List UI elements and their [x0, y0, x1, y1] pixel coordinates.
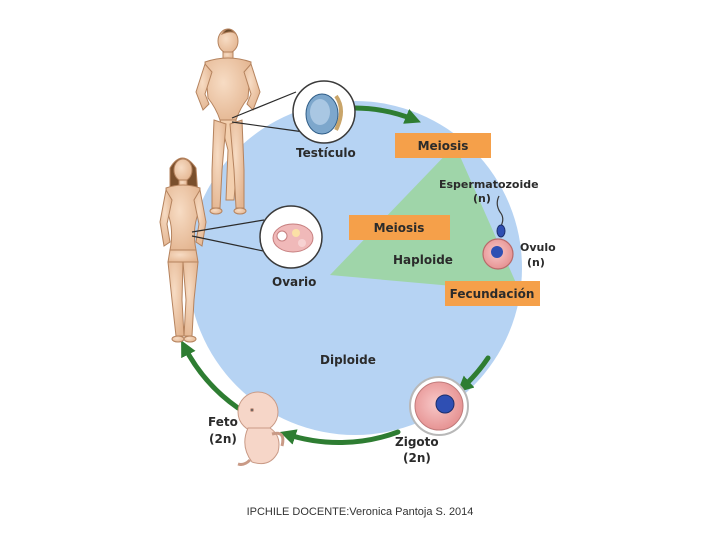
label-diploide: Diploide [320, 353, 376, 367]
footer-credit: IPCHILE DOCENTE:Veronica Pantoja S. 2014 [246, 506, 474, 518]
arrow-left-lower [181, 340, 241, 411]
zygote-icon [409, 376, 469, 436]
connector-lines [191, 91, 305, 253]
label-haploide: Haploide [393, 253, 453, 267]
label-espermatozoide: Espermatozoide [439, 178, 539, 191]
label-testiculo: Testículo [296, 146, 356, 160]
testicle-inset [292, 80, 356, 144]
fetus-icon [237, 391, 285, 466]
sperm-icon [496, 195, 506, 238]
label-zigoto: Zigoto [395, 435, 439, 449]
label-zigoto-2n: (2n) [403, 451, 431, 465]
arrow-bottom [279, 429, 401, 446]
meiosis-tag-top: Meiosis [395, 133, 491, 158]
label-ovario: Ovario [272, 275, 316, 289]
label-feto: Feto [208, 415, 238, 429]
label-ovulo: Ovulo [520, 241, 556, 254]
fecundacion-tag: Fecundación [445, 281, 540, 306]
label-ovulo-n: (n) [527, 256, 545, 269]
female-figure [159, 157, 207, 343]
label-espermatozoide-n: (n) [473, 192, 491, 205]
svg-text:Meiosis: Meiosis [418, 139, 469, 153]
ovum-icon [482, 238, 514, 270]
arrow-top [352, 105, 421, 124]
meiosis-tag-mid: Meiosis [349, 215, 450, 240]
svg-text:Fecundación: Fecundación [450, 287, 535, 301]
ovary-inset [259, 205, 323, 269]
svg-text:Meiosis: Meiosis [374, 221, 425, 235]
male-figure [195, 28, 261, 215]
label-feto-2n: (2n) [209, 432, 237, 446]
